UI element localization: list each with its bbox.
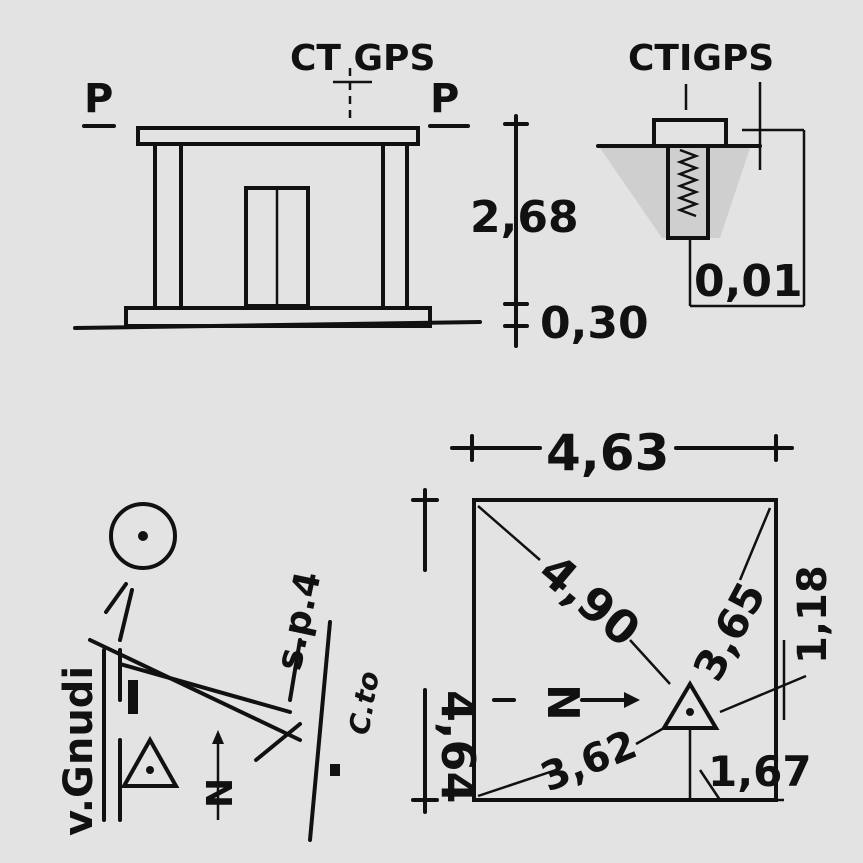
- pillar-left: [153, 142, 183, 310]
- shelter-elevation: P P CT GPS 2,68 0,30: [73, 38, 649, 349]
- plan-site-dot: [686, 708, 694, 716]
- road-label: s.p.4: [269, 568, 330, 674]
- access-road-a: [104, 582, 128, 614]
- ct-gps-label-right: CTIGPS: [628, 38, 774, 79]
- width-label: 4,63: [546, 424, 669, 482]
- diag-long-label: 4,90: [529, 543, 651, 657]
- junction-road-a: [288, 638, 302, 702]
- shelter-marker: [128, 680, 138, 714]
- map-north-label: N: [200, 778, 241, 808]
- junction-road-b: [254, 722, 302, 762]
- benchmark-head: [652, 118, 728, 148]
- map-north-arrow-head: [212, 730, 224, 744]
- tie-3-62-b: [635, 726, 665, 746]
- roof-slab: [136, 126, 420, 146]
- building-marker: [330, 764, 340, 776]
- main-road: [308, 620, 332, 842]
- site-dot: [146, 766, 154, 774]
- locality-dot: [138, 531, 148, 541]
- diagonal-road-b: [118, 662, 292, 714]
- dist-3-62-label: 3,62: [535, 722, 644, 802]
- benchmark-body: [666, 144, 710, 240]
- tie-1-18: [719, 674, 807, 714]
- height-base-label: 0,30: [540, 298, 649, 349]
- tie-long-b: [629, 639, 671, 685]
- access-road-b: [118, 588, 134, 642]
- detail-soil: [600, 148, 750, 238]
- locality-circle: [109, 502, 177, 570]
- plan-square: [472, 498, 778, 802]
- height-label-plan: 4,64: [431, 690, 485, 804]
- plan-north-arrow-head: [624, 692, 640, 708]
- p-marker-right: P: [430, 76, 459, 122]
- tie-long-a: [477, 505, 541, 561]
- plan-view: 4,63 4,64 N 4,90 3,65 1,18 3,62 1,67: [411, 424, 836, 814]
- tie-1-67-diagonal: [698, 769, 722, 801]
- height-main-label: 2,68: [470, 192, 579, 243]
- diagonal-road-a: [88, 638, 302, 742]
- side-label: 1,18: [790, 565, 836, 664]
- ct-gps-label-left: CT GPS: [290, 38, 435, 79]
- benchmark-detail: CTIGPS 0,01: [596, 38, 806, 308]
- site-triangle: [120, 735, 180, 788]
- street-label: v.Gnudi: [56, 666, 102, 836]
- plan-north-label: N: [537, 684, 588, 721]
- benchmark-thread: [676, 148, 700, 218]
- plan-site-triangle: [660, 680, 720, 730]
- p-marker-left: P: [84, 76, 113, 122]
- ctm-label: C.to: [342, 669, 386, 738]
- tie-right: [738, 507, 772, 581]
- depth-label: 0,01: [694, 256, 803, 307]
- pillar-right: [381, 142, 409, 310]
- dist-1-67-label: 1,67: [708, 747, 812, 796]
- diag-right-label: 3,65: [684, 574, 776, 689]
- location-sketch: N v.Gnudi s.p.4 C.to: [56, 502, 386, 842]
- tie-3-62-a: [477, 768, 557, 798]
